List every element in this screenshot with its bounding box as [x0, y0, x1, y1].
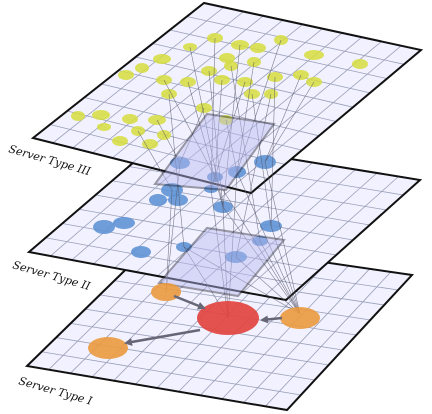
grid-line: [84, 97, 303, 151]
inter-layer-link: [236, 61, 255, 173]
grid-line: [265, 271, 392, 407]
type-3-server-node: [304, 50, 324, 60]
type-3-server-node: [118, 70, 134, 80]
inter-layer-link: [270, 76, 276, 227]
type-3-server-node: [153, 54, 171, 64]
inter-layer-link: [210, 188, 229, 319]
grid-line: [70, 322, 329, 366]
inter-layer-link: [210, 81, 246, 190]
type-3-server-node: [135, 63, 149, 73]
type-3-selection-region: [153, 112, 276, 192]
inter-layer-link: [156, 119, 181, 164]
inter-layer-link: [222, 206, 301, 315]
grid-line: [200, 262, 328, 396]
inter-layer-link: [183, 246, 301, 315]
type-3-server-node: [92, 110, 110, 120]
grid-line: [169, 29, 388, 79]
inter-layer-link: [259, 240, 301, 315]
inter-layer-link: [208, 70, 224, 208]
type-2-selection-region: [157, 226, 286, 298]
inter-layer-link: [264, 74, 302, 163]
grid-line: [45, 237, 303, 286]
inter-layer-link: [235, 93, 272, 258]
inter-layer-link: [179, 107, 205, 164]
server-link-arrow: [260, 315, 283, 324]
grid-line: [67, 110, 286, 165]
grid-line: [95, 194, 354, 241]
inter-layer-link: [236, 39, 282, 173]
type-1-primary-server-node: [197, 301, 259, 335]
server-type-1-nodes: [88, 283, 320, 359]
server-type-2-label: Server Type II: [11, 258, 92, 293]
inter-layer-link: [187, 81, 224, 208]
inter-layer-link: [210, 37, 216, 190]
inter-layer-link: [227, 171, 238, 319]
inter-layer-link: [230, 65, 261, 242]
inter-layer-link: [222, 44, 241, 208]
server-type-1-plane-border: [24, 236, 415, 412]
server-type-2-plane-border: [26, 136, 423, 302]
inter-layer-link: [222, 206, 229, 319]
type-2-server-node: [168, 194, 188, 206]
inter-layer-link: [236, 171, 301, 315]
inter-layer-link: [270, 225, 301, 315]
server-type-3-plane-border: [30, 1, 424, 195]
server-type-1-arrows: [124, 294, 283, 346]
type-3-server-node: [219, 53, 235, 63]
inter-layer-link: [214, 176, 301, 315]
server-type-3-plane: [33, 3, 421, 193]
type-2-server-node: [113, 217, 135, 229]
grid-line: [243, 268, 370, 403]
type-1-server-node: [280, 307, 320, 329]
type-3-server-node: [122, 114, 138, 124]
inter-layer-link: [189, 46, 224, 208]
type-1-server-node: [88, 337, 128, 359]
type-1-server-node: [151, 283, 181, 301]
inter-layer-link: [264, 161, 301, 315]
inter-layer-links: [137, 37, 315, 319]
type-3-server-node: [71, 111, 85, 121]
type-3-server-node: [112, 136, 128, 146]
grid-line: [186, 16, 405, 65]
selection-regions: [153, 112, 286, 298]
inter-layer-link: [165, 189, 173, 293]
grid-line: [41, 351, 301, 396]
type-3-server-node: [142, 139, 158, 149]
server-link-arrow: [173, 294, 206, 310]
grid-line: [221, 265, 349, 400]
grid-line: [78, 208, 337, 256]
type-2-server-node: [93, 220, 115, 234]
inter-layer-link: [214, 79, 223, 178]
inter-layer-link: [225, 119, 238, 173]
server-type-2-plane: [29, 138, 420, 300]
type-2-server-node: [149, 194, 167, 206]
server-link-arrow: [124, 328, 201, 346]
type-2-server-node: [131, 246, 151, 258]
inter-layer-link: [168, 93, 185, 248]
grid-line: [118, 70, 337, 122]
type-3-server-node: [250, 43, 266, 53]
inter-layer-link: [163, 79, 216, 178]
inter-layer-link: [137, 130, 173, 191]
type-3-server-node: [352, 59, 368, 69]
inter-layer-link: [251, 93, 272, 227]
grid-line: [112, 180, 370, 226]
type-3-server-node: [97, 123, 111, 131]
type-3-server-node: [157, 130, 171, 140]
server-type-1-label: Server Type I: [17, 374, 94, 408]
grid-line: [152, 43, 371, 94]
inter-layer-link: [235, 256, 301, 315]
